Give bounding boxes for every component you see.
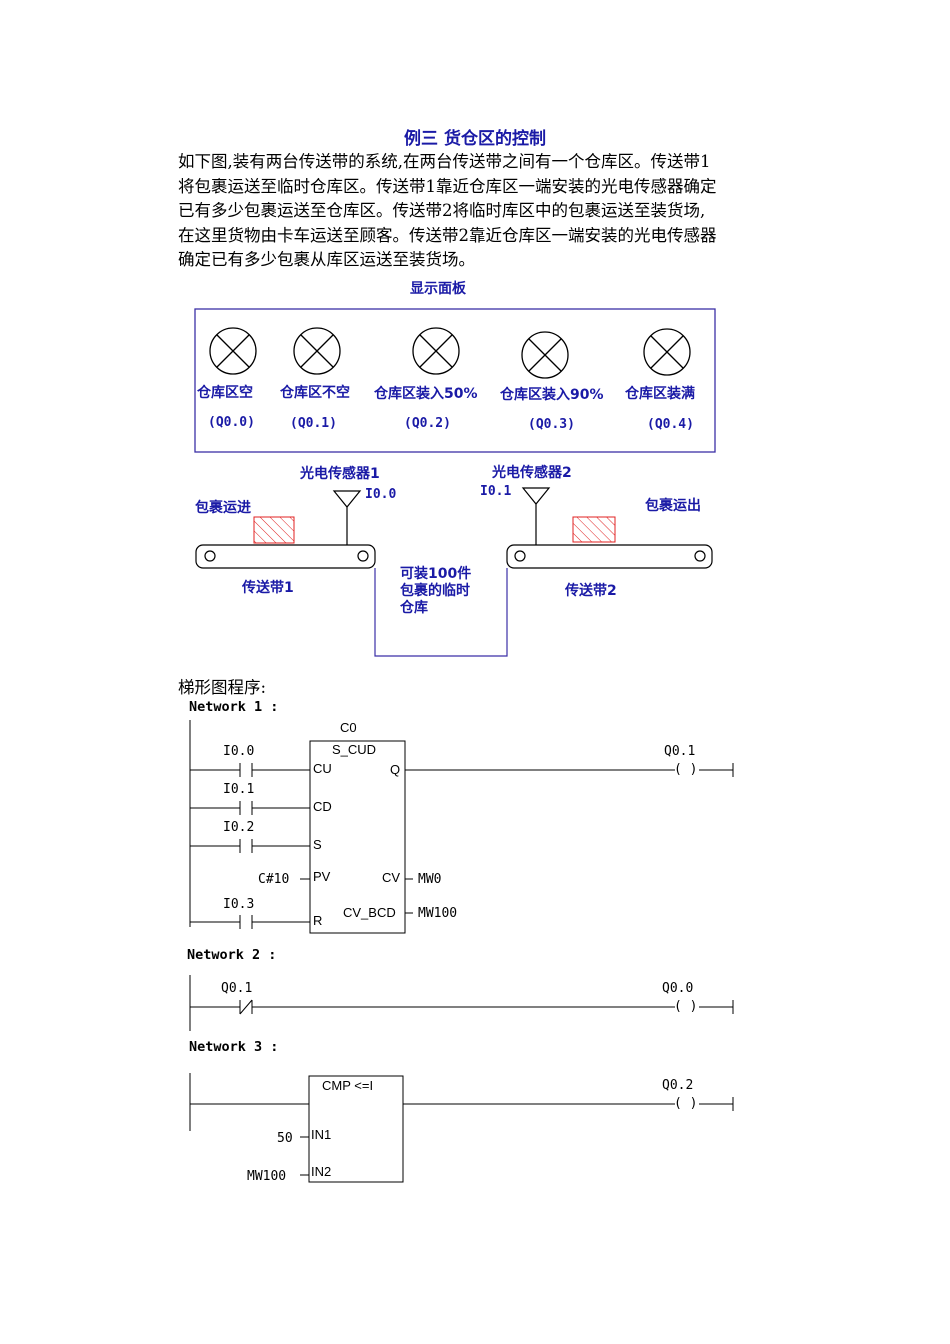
lamp-label: 仓库区空 bbox=[197, 385, 253, 401]
intro-paragraph: 如下图,装有两台传送带的系统,在两台传送带之间有一个仓库区。传送带1 将包裹运送… bbox=[178, 150, 818, 273]
lamp-icon bbox=[643, 328, 691, 376]
lamp-icon bbox=[293, 327, 341, 375]
ladder-section-title: 梯形图程序: bbox=[178, 678, 267, 697]
contact-label: Q0.1 bbox=[221, 981, 253, 996]
storage-label-line: 仓库 bbox=[400, 600, 428, 616]
conveyor-belt-2 bbox=[506, 544, 713, 569]
pin-label: S bbox=[313, 837, 322, 852]
lamp-icon bbox=[521, 331, 569, 379]
package-in-label: 包裹运进 bbox=[195, 500, 251, 516]
contact-label: I0.0 bbox=[223, 744, 255, 759]
pin-label: R bbox=[313, 913, 323, 928]
lamp-label: 仓库区装满 bbox=[625, 386, 695, 402]
conveyor-belt-1 bbox=[195, 544, 376, 569]
pin-label: CV bbox=[382, 870, 401, 885]
display-panel-frame bbox=[194, 308, 716, 453]
block-type: CMP <=I bbox=[322, 1078, 374, 1093]
pin-label: CV_BCD bbox=[343, 905, 396, 920]
lamp-address: (Q0.1) bbox=[290, 416, 337, 431]
sensor1-address: I0.0 bbox=[365, 487, 397, 502]
contact-label: I0.1 bbox=[223, 782, 255, 797]
page-title: 例三 货仓区的控制 bbox=[404, 129, 546, 149]
storage-label-line: 可装100件 bbox=[400, 566, 472, 582]
coil-icon: ( ) bbox=[674, 999, 698, 1014]
lamp-label: 仓库区装入50% bbox=[374, 386, 478, 402]
photo-sensor-icon bbox=[521, 487, 551, 545]
coil-icon: ( ) bbox=[674, 1096, 698, 1111]
coil-icon: ( ) bbox=[674, 762, 698, 777]
contact-label: I0.3 bbox=[223, 897, 255, 912]
sensor2-label: 光电传感器2 bbox=[492, 465, 572, 481]
coil-label: Q0.0 bbox=[662, 981, 694, 996]
paragraph-line: 在这里货物由卡车运送至顾客。传送带2靠近仓库区一端安装的光电传感器 bbox=[178, 225, 717, 245]
lamp-icon bbox=[209, 327, 257, 375]
paragraph-line: 如下图,装有两台传送带的系统,在两台传送带之间有一个仓库区。传送带1 bbox=[178, 152, 711, 171]
package-out-label: 包裹运出 bbox=[645, 498, 701, 514]
belt1-label: 传送带1 bbox=[242, 580, 294, 596]
package-icon bbox=[253, 516, 295, 544]
block-type: S_CUD bbox=[332, 742, 377, 757]
counter-name: C0 bbox=[340, 720, 357, 735]
pin-label: CD bbox=[313, 799, 332, 814]
lamp-icon bbox=[412, 327, 460, 375]
pin-label: PV bbox=[313, 869, 331, 884]
output-operand: MW100 bbox=[418, 906, 458, 921]
network2-title: Network 2 : bbox=[187, 947, 277, 963]
photo-sensor-icon bbox=[332, 490, 362, 545]
pin-label: IN1 bbox=[311, 1127, 332, 1142]
network1-title: Network 1 : bbox=[189, 699, 279, 715]
lamp-address: (Q0.3) bbox=[528, 417, 575, 432]
network2-rungs bbox=[189, 975, 734, 1031]
pin-label: Q bbox=[390, 762, 401, 777]
coil-label: Q0.1 bbox=[664, 744, 696, 759]
lamp-address: (Q0.0) bbox=[208, 415, 255, 430]
sensor2-address: I0.1 bbox=[480, 484, 512, 499]
belt2-label: 传送带2 bbox=[565, 583, 617, 599]
coil-label: Q0.2 bbox=[662, 1078, 694, 1093]
lamp-address: (Q0.2) bbox=[404, 416, 451, 431]
output-operand: MW0 bbox=[418, 872, 442, 887]
lamp-label: 仓库区不空 bbox=[280, 385, 350, 401]
panel-title: 显示面板 bbox=[410, 281, 466, 297]
input-operand: 50 bbox=[277, 1131, 293, 1146]
preset-value: C#10 bbox=[258, 872, 290, 887]
input-operand: MW100 bbox=[247, 1169, 287, 1184]
lamp-label: 仓库区装入90% bbox=[500, 387, 604, 403]
storage-area-outline bbox=[374, 568, 508, 657]
contact-label: I0.2 bbox=[223, 820, 255, 835]
pin-label: IN2 bbox=[311, 1164, 332, 1179]
pin-label: CU bbox=[313, 761, 332, 776]
package-icon bbox=[572, 516, 616, 543]
paragraph-line: 确定已有多少包裹从库区运送至装货场。 bbox=[178, 250, 475, 269]
network3-title: Network 3 : bbox=[189, 1039, 279, 1055]
sensor1-label: 光电传感器1 bbox=[300, 466, 380, 482]
network3-rungs bbox=[189, 1073, 734, 1183]
network1-rungs bbox=[189, 720, 734, 934]
paragraph-line: 已有多少包裹运送至仓库区。传送带2将临时库区中的包裹运送至装货场, bbox=[178, 201, 706, 220]
storage-label-line: 包裹的临时 bbox=[400, 583, 470, 599]
lamp-address: (Q0.4) bbox=[647, 417, 694, 432]
paragraph-line: 将包裹运送至临时仓库区。传送带1靠近仓库区一端安装的光电传感器确定 bbox=[178, 176, 717, 196]
storage-label: 可装100件 包裹的临时 仓库 bbox=[400, 566, 471, 617]
